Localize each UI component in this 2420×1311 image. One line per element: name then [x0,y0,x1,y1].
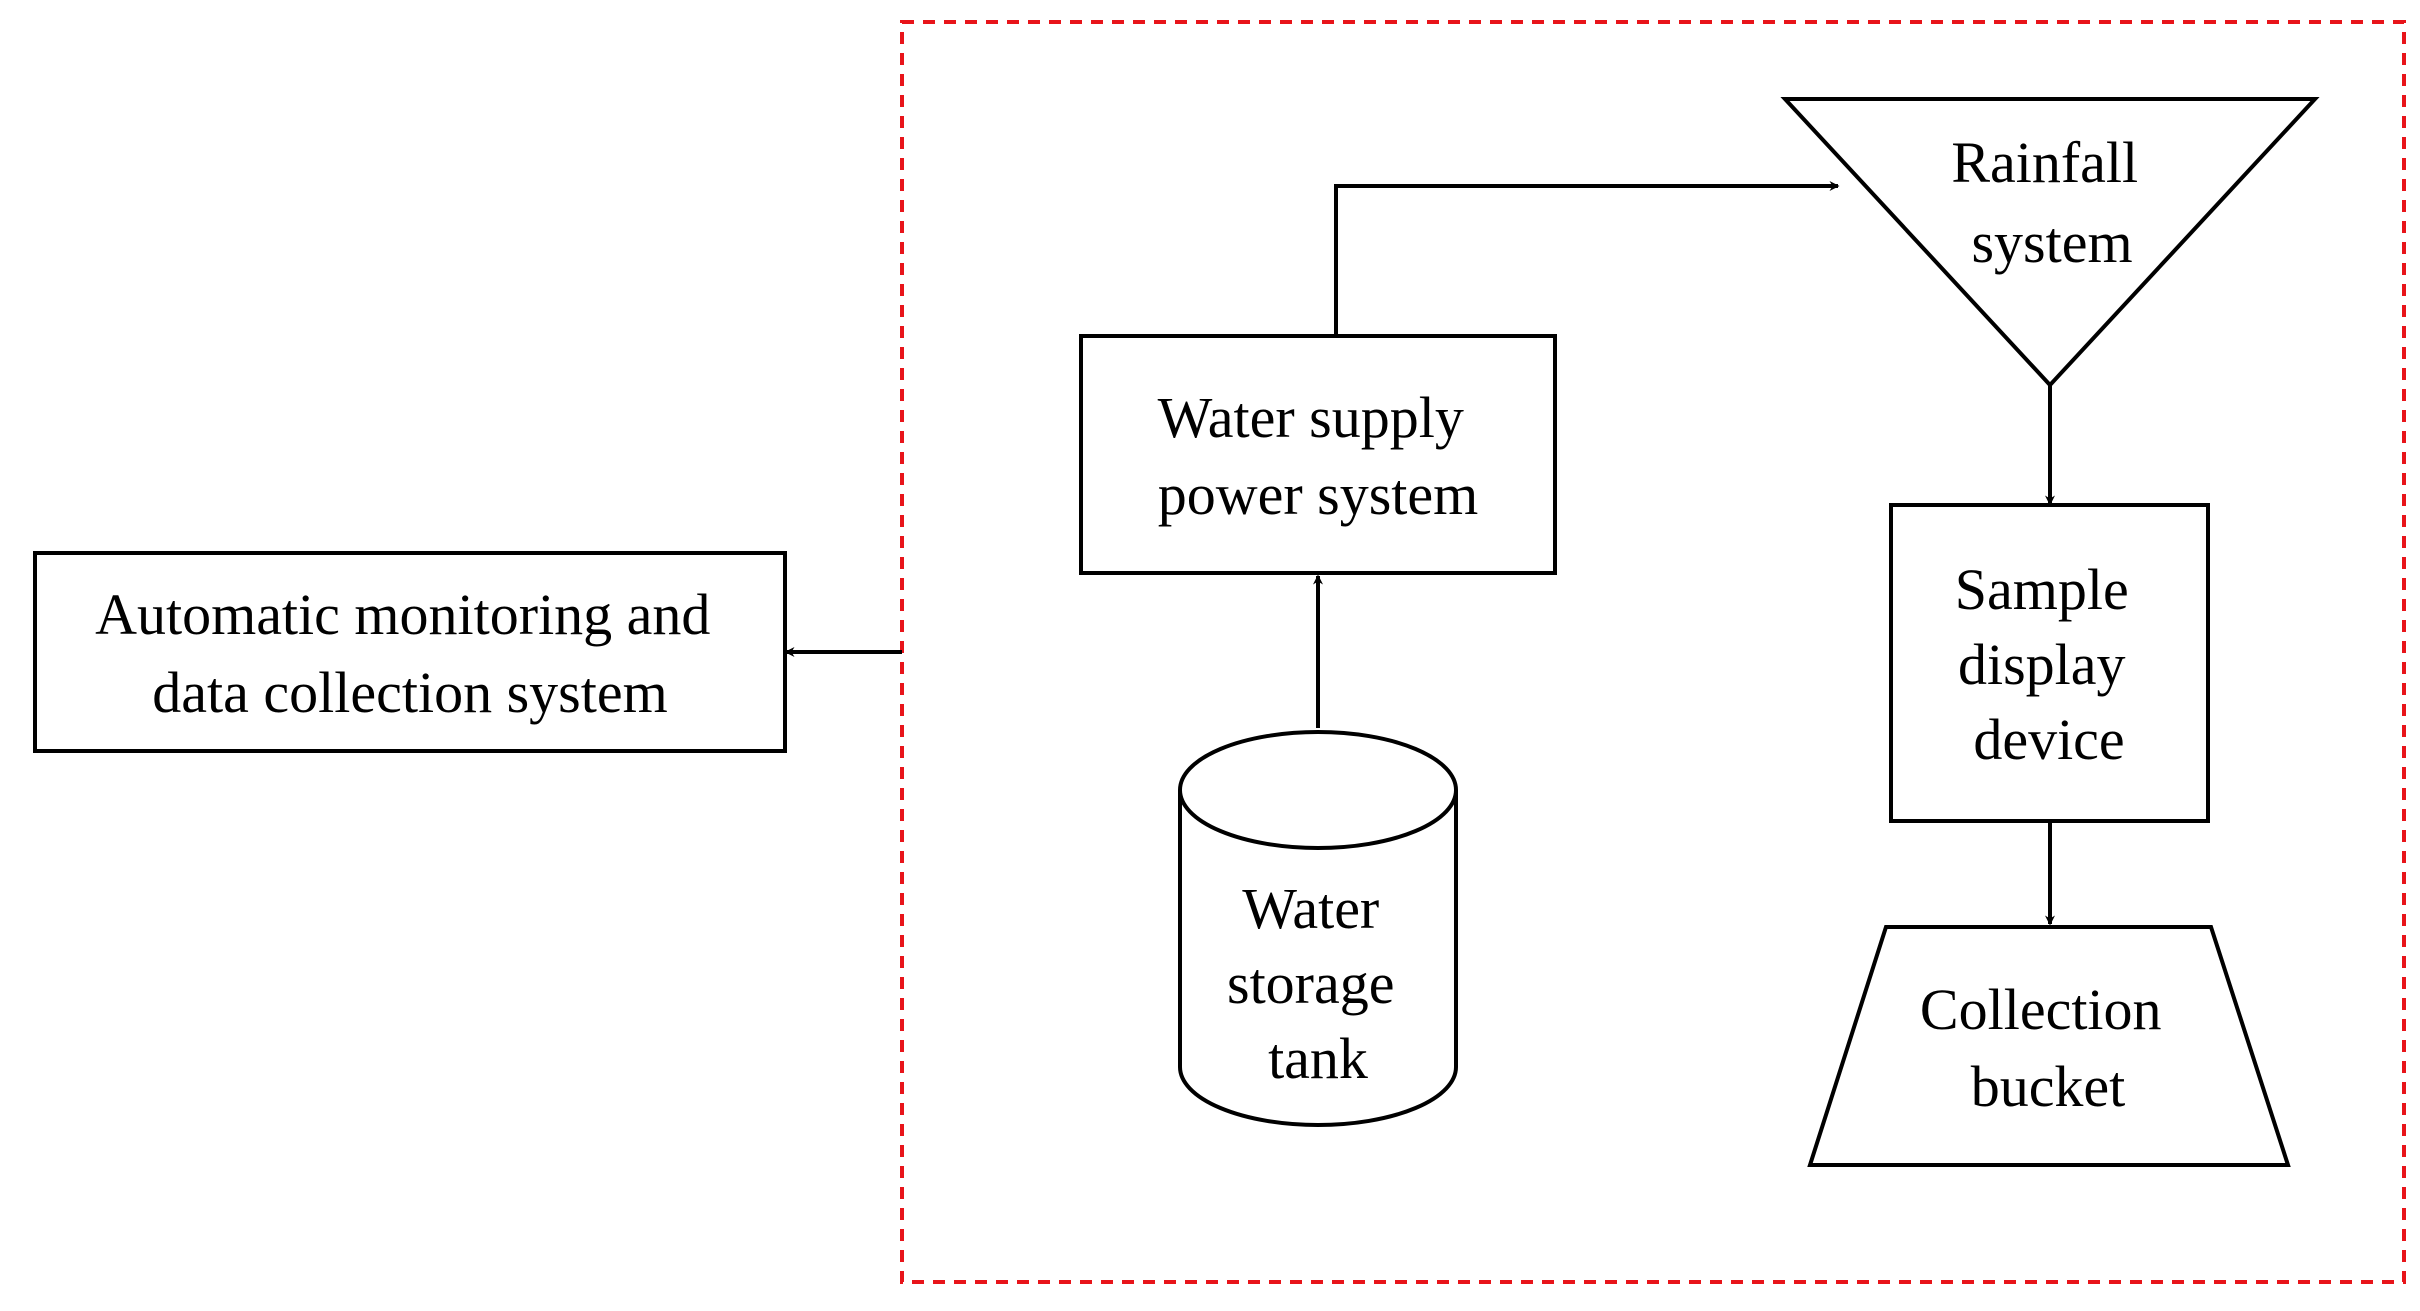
bucket-trapezoid [1807,925,2291,1167]
storage-tank-label-line-2: storage [1227,951,1395,1016]
storage-tank-label-line-3: tank [1268,1026,1368,1091]
monitoring-box [33,551,787,753]
monitoring-label: Automatic monitoring and data collection… [95,582,725,725]
storage-tank-label-line-1: Water [1242,876,1379,941]
water-supply-box [1079,334,1557,575]
water-supply-node: Water supply power system [1079,334,1557,575]
water-supply-label: Water supply power system [1158,385,1479,527]
sample-device-label-line-2: display [1958,632,2126,697]
edges [784,181,2055,926]
rainfall-triangle [1780,97,2320,388]
rainfall-label-line-1: Rainfall [1951,130,2138,195]
collection-bucket-node: Collection bucket [1807,925,2291,1167]
collection-bucket-label-line-2: bucket [1971,1054,2126,1119]
sample-device-node: Sample display device [1889,503,2210,823]
collection-bucket-label: Collection bucket [1920,977,2176,1119]
sample-device-label: Sample display device [1955,557,2143,772]
storage-tank-label: Water storage tank [1227,876,1409,1091]
storage-tank-node: Water storage tank [1178,730,1458,1127]
monitoring-label-line-2: data collection system [152,660,667,725]
collection-bucket-label-line-1: Collection [1920,977,2162,1042]
water-supply-label-line-1: Water supply [1158,385,1464,450]
water-supply-label-line-2: power system [1158,462,1479,527]
monitoring-label-line-1: Automatic monitoring and [95,582,710,647]
sample-device-label-line-3: device [1973,707,2124,772]
rainfall-node: Rainfall system [1780,97,2320,388]
rainfall-label-line-2: system [1971,210,2132,275]
monitoring-node: Automatic monitoring and data collection… [33,551,787,753]
tank-top [1178,730,1458,850]
sample-device-label-line-1: Sample [1955,557,2129,622]
rainfall-label: Rainfall system [1951,130,2152,275]
edge-water-supply-to-rainfall [1334,181,1840,335]
tank-body [1178,790,1458,1127]
sample-device-box [1889,503,2210,823]
